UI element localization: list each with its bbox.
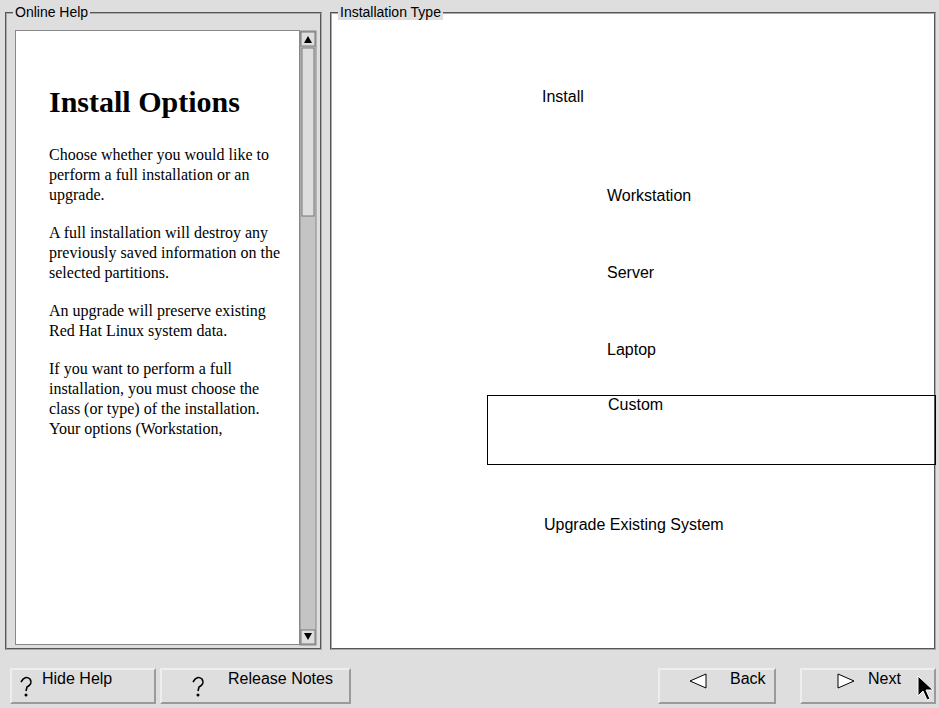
help-paragraph: Choose whether you would like to perform… bbox=[49, 145, 291, 205]
option-label: Hide Help bbox=[42, 670, 154, 688]
option-label: Workstation bbox=[607, 187, 691, 205]
help-paragraph: An upgrade will preserve existing Red Ha… bbox=[49, 301, 291, 341]
option-label: Install bbox=[542, 88, 584, 106]
option-label: Release Notes bbox=[228, 670, 349, 688]
install-option: Install bbox=[542, 88, 584, 118]
frame-title: Online Help bbox=[13, 4, 90, 20]
custom-option: Custom bbox=[487, 395, 936, 465]
hide-help-button: Hide Help bbox=[10, 668, 156, 704]
option-label: Back bbox=[730, 670, 774, 688]
release-notes-button: Release Notes bbox=[160, 668, 351, 704]
workstation-option: Workstation bbox=[607, 187, 691, 217]
help-paragraph: A full installation will destroy any pre… bbox=[49, 223, 291, 283]
help-text-panel: Install OptionsChoose whether you would … bbox=[15, 30, 300, 645]
option-label: Server bbox=[607, 264, 654, 282]
upgrade-option: Upgrade Existing System bbox=[544, 516, 724, 546]
back-button: Back bbox=[658, 668, 776, 704]
option-label: Next bbox=[868, 670, 934, 688]
option-label: Laptop bbox=[607, 341, 656, 359]
laptop-option: Laptop bbox=[607, 341, 656, 371]
next-button: Next bbox=[800, 668, 936, 704]
help-frame: Online HelpInstall OptionsChoose whether… bbox=[5, 12, 322, 650]
installation-type-frame: Installation TypeInstallWorkstationServe… bbox=[330, 12, 936, 650]
server-option: Server bbox=[607, 264, 654, 294]
option-label: Upgrade Existing System bbox=[544, 516, 724, 534]
help-heading: Install Options bbox=[49, 81, 291, 123]
option-label: Custom bbox=[608, 396, 935, 414]
help-paragraph: If you want to perform a full installati… bbox=[49, 359, 291, 439]
frame-title: Installation Type bbox=[338, 4, 443, 20]
